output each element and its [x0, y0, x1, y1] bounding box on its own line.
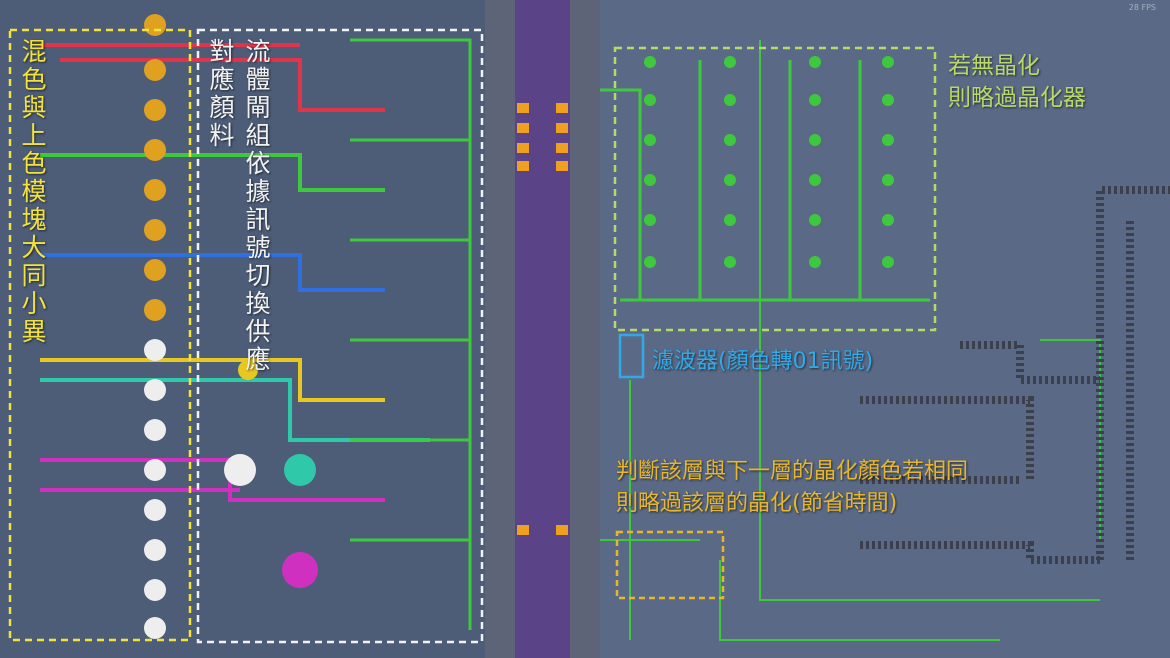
fluid-gate-box: [196, 28, 484, 644]
crystallizer-box: [613, 46, 937, 332]
mixing-module-box: [8, 28, 192, 642]
nebula-background: [515, 0, 570, 658]
fps-counter: 28 FPS: [1128, 3, 1156, 12]
skip-crystal-line2: 則略過晶化器: [948, 85, 1086, 111]
fluid-gate-label: 流體閘組依據訊號切換供應對應顏料: [206, 38, 271, 374]
skip-crystal-line1: 若無晶化: [948, 53, 1040, 79]
comparator-box: [615, 530, 725, 600]
pipes: [40, 38, 1101, 641]
skip-crystal-label: 若無晶化 則略過晶化器: [948, 50, 1086, 114]
conveyor-loops[interactable]: [860, 186, 1170, 564]
mixing-module-label: 混色與上色模塊大同小異: [18, 38, 47, 346]
filter-box: [618, 333, 645, 379]
filter-label: 濾波器(顏色轉01訊號): [652, 349, 874, 374]
paint-tanks: [144, 14, 318, 639]
belt-arrows: [517, 103, 568, 535]
belt-right[interactable]: [570, 0, 600, 658]
crystallizers: [644, 56, 894, 268]
belt-left[interactable]: [485, 0, 515, 658]
left-platform: [0, 0, 485, 658]
judge-line2: 則略過該層的晶化(節省時間): [616, 491, 898, 516]
judge-label: 判斷該層與下一層的晶化顏色若相同 則略過該層的晶化(節省時間): [616, 456, 968, 520]
judge-line1: 判斷該層與下一層的晶化顏色若相同: [616, 459, 969, 484]
